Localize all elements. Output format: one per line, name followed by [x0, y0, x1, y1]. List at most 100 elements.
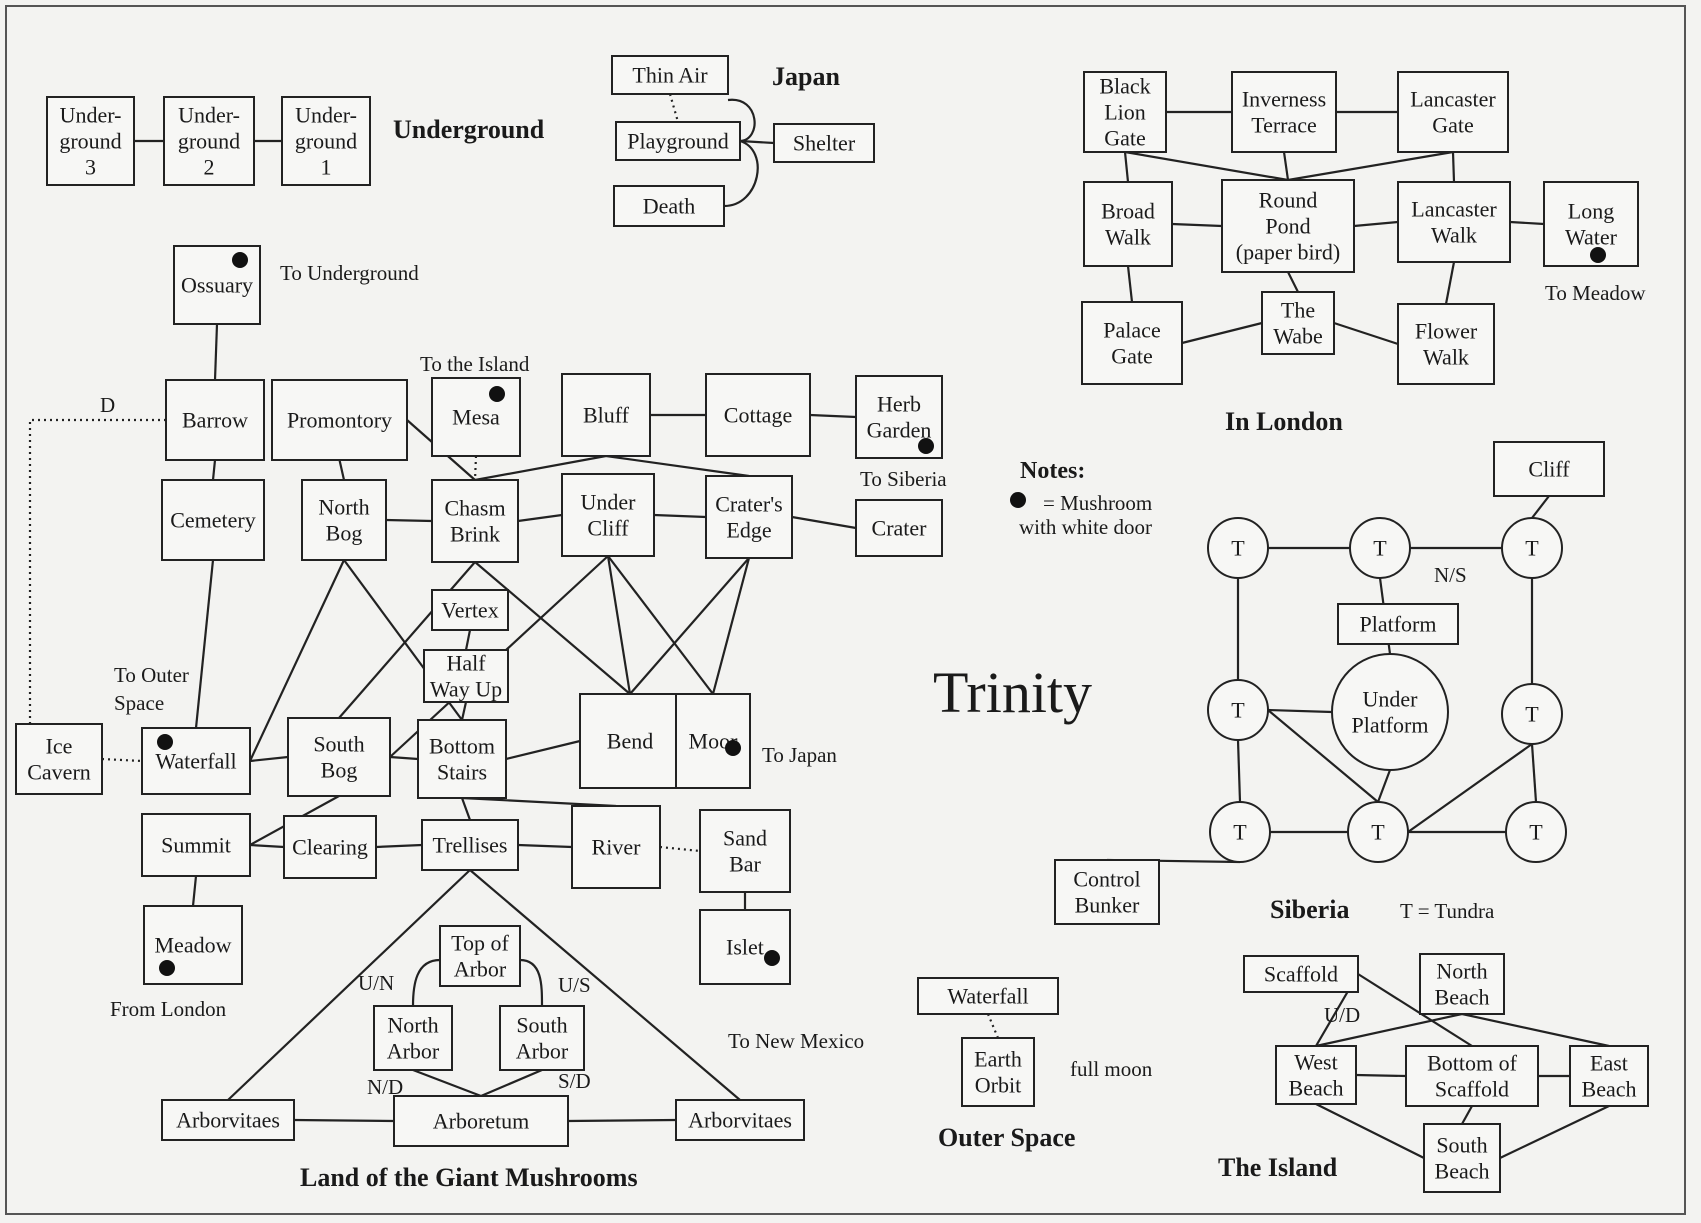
- title-in-london: In London: [1225, 407, 1343, 436]
- room-cottage: Cottage: [705, 373, 811, 457]
- dotted-link-thinair-playground: [668, 93, 680, 123]
- room-label: Flower: [1415, 318, 1478, 343]
- room-box: [1569, 1045, 1649, 1107]
- room-label: Arborvitaes: [176, 1107, 280, 1132]
- room-box: [1337, 603, 1459, 645]
- tundra-node: T: [1505, 801, 1567, 863]
- room-label: Clearing: [292, 834, 368, 859]
- room-box: [1397, 303, 1495, 385]
- room-label: The: [1281, 297, 1315, 322]
- room-river: River: [571, 805, 661, 889]
- link-wabe-flowerwalk: [1333, 321, 1399, 346]
- room-label: Herb: [877, 391, 921, 416]
- mushroom-icon: [157, 734, 173, 750]
- room-label: Crater's: [715, 491, 783, 516]
- link-scaffold-bottomscaffold: [1357, 973, 1473, 1047]
- room-barrow: Barrow: [165, 379, 265, 461]
- room-label: Chasm: [444, 495, 505, 520]
- link-ossuary-barrow: [213, 323, 219, 381]
- link-northbeach-westbeach: [1315, 1012, 1463, 1048]
- link-trellises-arborvitaes_l: [227, 869, 471, 1101]
- title-siberia: Siberia: [1270, 895, 1349, 924]
- room-label: Shelter: [793, 130, 856, 155]
- room-box: [1405, 1045, 1539, 1107]
- link-t5-t7: [1407, 743, 1533, 833]
- tundra-node: T: [1347, 801, 1409, 863]
- room-box: [161, 479, 265, 561]
- room-box: [579, 693, 681, 789]
- room-arborvitaes_l: Arborvitaes: [161, 1099, 295, 1141]
- room-label: Under: [1363, 686, 1419, 711]
- room-box: [705, 475, 793, 559]
- link-chasm-bend: [474, 561, 631, 695]
- room-label: Meadow: [155, 932, 232, 957]
- note-to-meadow: To Meadow: [1545, 281, 1646, 305]
- room-waterfall_space: Waterfall: [917, 977, 1059, 1015]
- note-u-s: U/S: [558, 973, 591, 997]
- room-label: Death: [643, 193, 696, 218]
- room-label: North: [318, 494, 369, 519]
- note-full-moon: full moon: [1070, 1057, 1153, 1081]
- link-playground-death-loop: [723, 98, 759, 208]
- room-box: [1493, 441, 1605, 497]
- room-label: Bog: [321, 757, 358, 782]
- room-cliff: Cliff: [1493, 441, 1605, 497]
- room-label: Cliff: [1528, 456, 1570, 481]
- link-southarbor-arboretum: [480, 1068, 543, 1098]
- room-label: Black: [1099, 73, 1150, 98]
- link-topofarbor-arches: [411, 958, 544, 1007]
- mushroom-icon: [725, 740, 741, 756]
- link-barrow-cemetery: [211, 459, 217, 481]
- room-label: Platform: [1352, 712, 1429, 737]
- room-box: [421, 819, 519, 871]
- note-s-d: S/D: [558, 1069, 591, 1093]
- note-u-d: U/D: [1324, 1003, 1360, 1027]
- room-box: [675, 1099, 805, 1141]
- tundra-circle: [1501, 517, 1563, 579]
- room-label: Long: [1568, 198, 1614, 223]
- room-box: [161, 1099, 295, 1141]
- link-northbog-waterfall: [249, 559, 345, 762]
- room-label: Walk: [1431, 222, 1477, 247]
- room-label: Bog: [326, 520, 363, 545]
- link-northarbor-arboretum: [412, 1068, 482, 1098]
- link-lancgate-roundpond: [1287, 150, 1454, 182]
- room-label: Scaffold: [1264, 961, 1338, 986]
- room-label: T: [1373, 535, 1387, 560]
- room-circle: [1331, 653, 1449, 771]
- link-inverness-roundpond: [1282, 151, 1290, 181]
- room-box: [46, 96, 135, 186]
- room-box: [917, 977, 1059, 1015]
- link-chasm-undercliff: [517, 513, 563, 523]
- room-label: 3: [85, 154, 96, 179]
- room-box: [271, 379, 408, 461]
- room-label: Under-: [60, 102, 122, 127]
- room-label: Arbor: [387, 1038, 440, 1063]
- legend-mushroom-line1: = Mushroom: [1043, 491, 1152, 515]
- title-underground: Underground: [393, 115, 545, 144]
- room-label: T: [1525, 701, 1539, 726]
- title-the-island: The Island: [1218, 1153, 1338, 1182]
- note-u-n: U/N: [358, 971, 394, 995]
- link-roundpond-wabe: [1287, 271, 1299, 293]
- room-label: East: [1590, 1050, 1628, 1075]
- room-cemetery: Cemetery: [161, 479, 265, 561]
- room-box: [1275, 1045, 1357, 1105]
- room-box: [571, 805, 661, 889]
- room-label: Beach: [1582, 1076, 1637, 1101]
- room-box: [1419, 953, 1505, 1015]
- room-bluff: Bluff: [561, 373, 651, 457]
- room-box: [699, 909, 791, 985]
